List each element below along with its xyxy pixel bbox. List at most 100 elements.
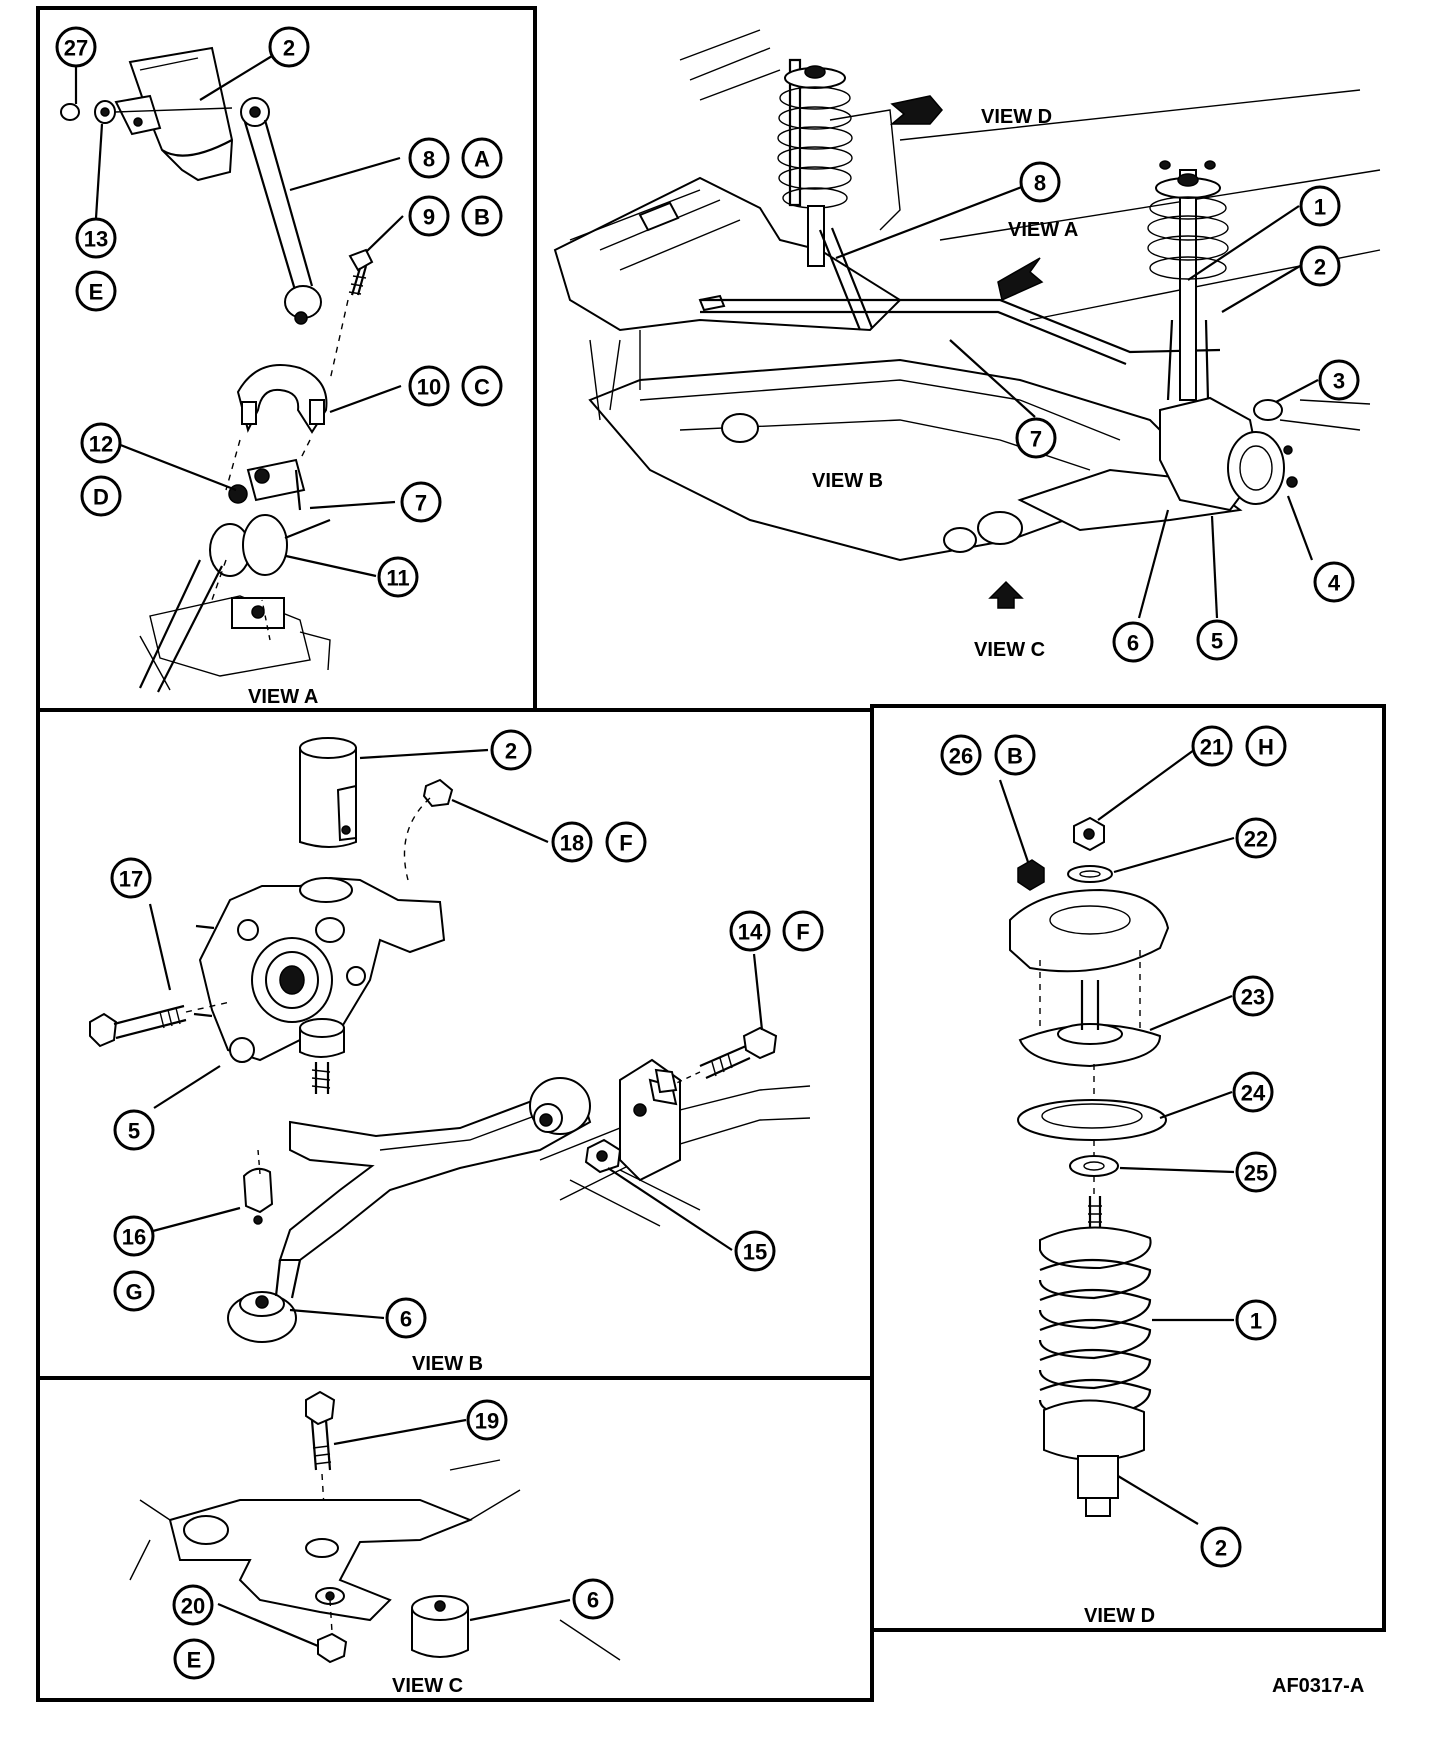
callout-5: 5	[1196, 619, 1238, 661]
view-b-arrow-label: VIEW B	[812, 470, 883, 492]
callout-2: 2	[1200, 1526, 1242, 1568]
callout-letter-b: B	[461, 195, 503, 237]
callout-7: 7	[400, 481, 442, 523]
leader-lines	[74, 55, 1319, 1648]
svg-text:21: 21	[1200, 735, 1224, 760]
view-c-arrow-label: VIEW C	[974, 639, 1045, 661]
callout-7: 7	[1015, 417, 1057, 459]
callout-6: 6	[385, 1297, 427, 1339]
svg-text:25: 25	[1244, 1161, 1268, 1186]
callout-24: 24	[1232, 1071, 1274, 1113]
svg-text:D: D	[93, 485, 109, 510]
view-a-artwork	[60, 46, 374, 693]
callout-8: 8	[1019, 161, 1061, 203]
svg-text:F: F	[619, 831, 632, 856]
svg-text:G: G	[125, 1280, 142, 1305]
main-assembly-artwork	[553, 29, 1381, 609]
callout-21: 21	[1191, 725, 1233, 767]
callout-12: 12	[80, 422, 122, 464]
svg-text:A: A	[474, 147, 490, 172]
svg-text:5: 5	[1211, 629, 1223, 654]
callout-letter-e: E	[173, 1638, 215, 1680]
svg-text:2: 2	[505, 739, 517, 764]
callout-6: 6	[1112, 621, 1154, 663]
svg-text:7: 7	[415, 491, 427, 516]
callout-3: 3	[1318, 359, 1360, 401]
svg-text:B: B	[1007, 744, 1023, 769]
svg-text:1: 1	[1250, 1309, 1262, 1334]
svg-text:F: F	[796, 920, 809, 945]
view-d-arrow-label: VIEW D	[981, 106, 1052, 128]
callout-20: 20	[172, 1584, 214, 1626]
callout-13: 13	[75, 217, 117, 259]
view-b-caption: VIEW B	[412, 1353, 483, 1375]
svg-text:4: 4	[1328, 571, 1341, 596]
callout-18: 18	[551, 821, 593, 863]
svg-text:22: 22	[1244, 827, 1268, 852]
callout-letter-c: C	[461, 365, 503, 407]
view-labels: VIEW D VIEW A VIEW B VIEW C VIEW A VIEW …	[248, 106, 1364, 1697]
svg-text:14: 14	[738, 920, 763, 945]
svg-text:2: 2	[283, 36, 295, 61]
callout-1: 1	[1235, 1299, 1277, 1341]
callout-26: 26	[940, 734, 982, 776]
callout-letter-b: B	[994, 734, 1036, 776]
svg-text:27: 27	[64, 36, 88, 61]
callout-letter-d: D	[80, 475, 122, 517]
callout-letter-f: F	[782, 910, 824, 952]
svg-text:2: 2	[1215, 1536, 1227, 1561]
callout-1: 1	[1299, 185, 1341, 227]
svg-text:6: 6	[400, 1307, 412, 1332]
view-a-arrow-label: VIEW A	[1008, 219, 1078, 241]
callout-14: 14	[729, 910, 771, 952]
callout-2: 2	[268, 26, 310, 68]
callout-letter-g: G	[113, 1270, 155, 1312]
callout-8: 8	[408, 137, 450, 179]
svg-text:11: 11	[386, 566, 409, 591]
svg-text:5: 5	[128, 1119, 140, 1144]
svg-text:C: C	[474, 375, 490, 400]
svg-text:7: 7	[1030, 427, 1042, 452]
svg-text:6: 6	[1127, 631, 1139, 656]
view-b-artwork	[89, 737, 811, 1343]
callout-4: 4	[1313, 561, 1355, 603]
callout-2: 2	[490, 729, 532, 771]
svg-text:12: 12	[89, 432, 113, 457]
callout-19: 19	[466, 1399, 508, 1441]
panel-frames	[36, 6, 1386, 1702]
svg-text:3: 3	[1333, 369, 1345, 394]
svg-text:18: 18	[560, 831, 584, 856]
callout-17: 17	[110, 857, 152, 899]
svg-text:20: 20	[181, 1594, 205, 1619]
view-d-caption: VIEW D	[1084, 1605, 1155, 1627]
figure-id: AF0317-A	[1272, 1675, 1364, 1697]
view-c-caption: VIEW C	[392, 1675, 463, 1697]
svg-text:16: 16	[122, 1225, 146, 1250]
callout-6: 6	[572, 1578, 614, 1620]
callout-27: 27	[55, 26, 97, 68]
callout-letter-f: F	[605, 821, 647, 863]
svg-text:H: H	[1258, 735, 1274, 760]
svg-text:23: 23	[1241, 985, 1265, 1010]
callout-letter-e: E	[75, 270, 117, 312]
view-d-frame	[870, 704, 1386, 1632]
callout-16: 16	[113, 1215, 155, 1257]
callout-9: 9	[408, 195, 450, 237]
svg-text:10: 10	[417, 375, 441, 400]
callout-15: 15	[734, 1230, 776, 1272]
callouts: 27 2 8 A 9 B 13 E 10 C 12 D 7 11 8 1 2 3…	[55, 26, 1360, 1680]
svg-text:1: 1	[1314, 195, 1326, 220]
callout-25: 25	[1235, 1151, 1277, 1193]
svg-text:B: B	[474, 205, 490, 230]
callout-23: 23	[1232, 975, 1274, 1017]
callout-letter-h: H	[1245, 725, 1287, 767]
svg-text:E: E	[89, 280, 104, 305]
svg-text:9: 9	[423, 205, 435, 230]
svg-text:E: E	[187, 1648, 202, 1673]
svg-text:26: 26	[949, 744, 973, 769]
callout-5: 5	[113, 1109, 155, 1151]
view-d-artwork	[1009, 816, 1170, 1517]
callout-2: 2	[1299, 245, 1341, 287]
callout-letter-a: A	[461, 137, 503, 179]
